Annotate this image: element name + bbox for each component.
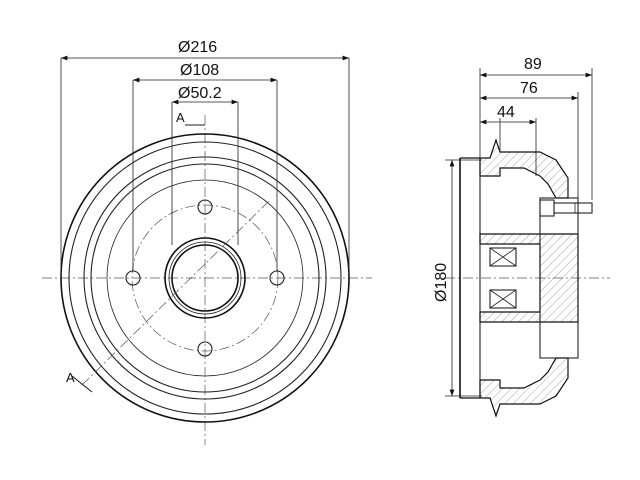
section-arrow-bottom bbox=[71, 375, 93, 393]
bearing-lower-cross-2 bbox=[489, 289, 517, 309]
drum-rim-ring-4 bbox=[90, 163, 320, 393]
drum-rim-ring-3 bbox=[83, 156, 327, 400]
dim-label-hub-offset: 44 bbox=[497, 104, 515, 121]
section-line-a bbox=[81, 199, 271, 386]
drum-rim-ring-2 bbox=[68, 141, 342, 415]
drum-section-bottom bbox=[460, 357, 569, 418]
bearing-upper-cross-2 bbox=[489, 247, 517, 267]
hub-bore bbox=[171, 244, 239, 312]
hub-outer bbox=[164, 237, 246, 319]
dim-label-bolt-circle: Ø108 bbox=[180, 62, 219, 79]
dim-label-overall-width: 89 bbox=[524, 56, 542, 73]
bearing-upper bbox=[489, 247, 517, 267]
bolt-hole-bottom bbox=[197, 341, 213, 357]
side-section-view: 89 76 44 Ø180 bbox=[433, 56, 610, 418]
dim-label-drum-depth: 76 bbox=[520, 80, 538, 97]
wheel-stud-head bbox=[539, 199, 555, 217]
dim-label-outer-diameter: Ø216 bbox=[178, 39, 217, 56]
drum-face-ring bbox=[106, 179, 304, 377]
bearing-lower bbox=[489, 289, 517, 309]
wheel-stud-shank bbox=[553, 202, 593, 214]
dim-label-inner-diameter: Ø180 bbox=[433, 263, 450, 302]
hub-chamfer bbox=[168, 241, 242, 315]
section-marker-top: A bbox=[176, 110, 185, 125]
bolt-circle bbox=[131, 204, 279, 352]
section-marker-bottom: A bbox=[66, 370, 75, 385]
front-view: A A Ø216 Ø108 Ø50.2 bbox=[42, 39, 372, 445]
drum-section-top bbox=[460, 138, 569, 199]
hub-face-plate bbox=[539, 197, 579, 359]
dim-label-hub-bore: Ø50.2 bbox=[178, 85, 222, 102]
bolt-hole-top bbox=[197, 199, 213, 215]
